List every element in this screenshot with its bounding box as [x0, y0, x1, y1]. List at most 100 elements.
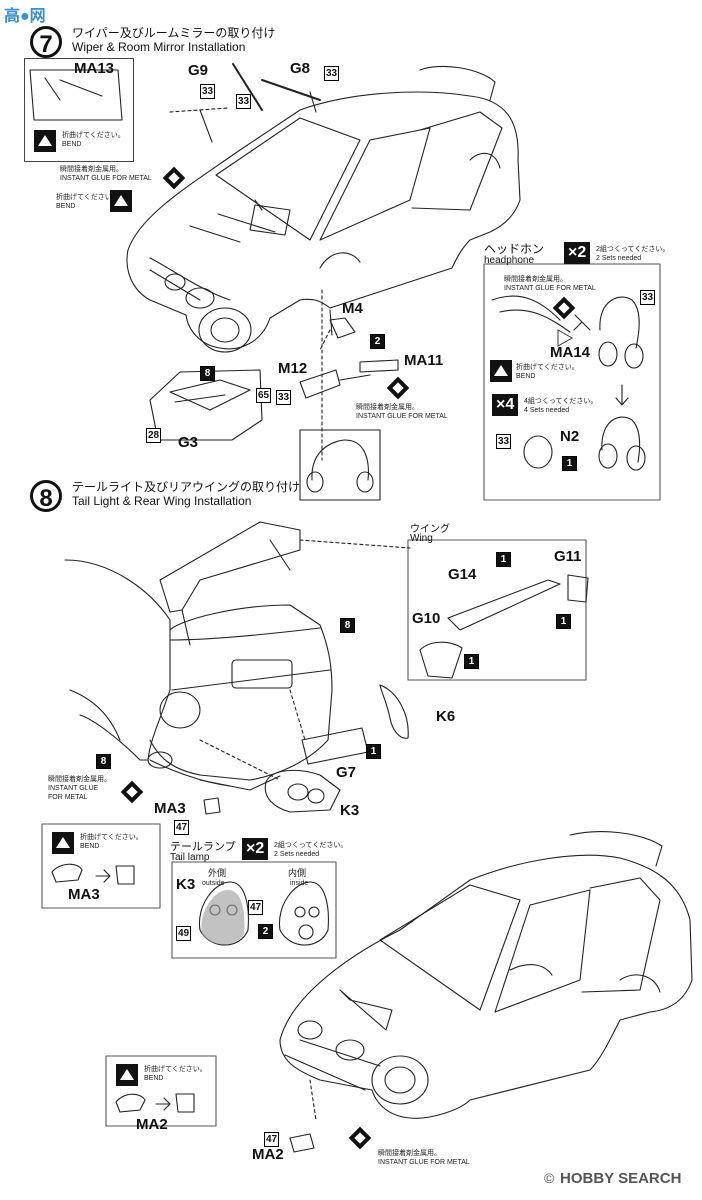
label-g3: G3 [178, 434, 199, 451]
ma13-detail-box [24, 58, 134, 162]
bend-note-en: BEND [62, 141, 82, 148]
headphone-glue-en: INSTANT GLUE FOR METAL [504, 285, 596, 292]
part-number-8: 8 [340, 618, 355, 633]
inside-en: inside [290, 880, 309, 887]
step8-glue-en1: INSTANT GLUE [48, 785, 99, 792]
label-ma3: MA3 [154, 800, 186, 817]
headphone-multiplier: ×2 [564, 242, 591, 264]
label-g9: G9 [188, 62, 209, 79]
part-number-65: 65 [256, 388, 271, 403]
glue-note-en: INSTANT GLUE FOR METAL [60, 175, 152, 182]
part-number-1: 1 [556, 614, 571, 629]
label-ma2: MA2 [252, 1146, 284, 1163]
outside-en: outside [202, 880, 225, 887]
car-front-step8 [279, 831, 693, 1119]
outside-jp: 外側 [208, 868, 227, 878]
step-7-title-en: Wiper & Room Mirror Installation [72, 40, 246, 54]
bend-note2-jp: 折曲げてください。 [56, 194, 119, 201]
headphone-title-en: headphone [484, 255, 535, 266]
part-number-47: 47 [264, 1132, 279, 1147]
step-8-title-en: Tail Light & Rear Wing Installation [72, 494, 252, 508]
taillamp-mult-note-en: 2 Sets needed [274, 851, 320, 858]
glue-note2-en: INSTANT GLUE FOR METAL [356, 413, 448, 420]
label-ma2-detail: MA2 [136, 1116, 168, 1133]
headphone-mult4-note-jp: 4組つくってください。 [524, 398, 598, 405]
part-number-33: 33 [324, 66, 339, 81]
tail-lamp-shaded [201, 890, 245, 945]
label-ma14: MA14 [550, 344, 591, 361]
part-number-33: 33 [640, 290, 655, 305]
headphone-glue-jp: 瞬間接着剤金属用。 [504, 276, 567, 283]
glue-note-jp: 瞬間接着剤金属用。 [60, 166, 123, 173]
label-g14: G14 [448, 566, 477, 583]
label-g7: G7 [336, 764, 357, 781]
part-number-1: 1 [562, 456, 577, 471]
part-number-33: 33 [200, 84, 215, 99]
label-n2: N2 [560, 428, 580, 445]
step8-bend2-jp: 折曲げてください。 [144, 1066, 207, 1073]
step8-glue2-en: INSTANT GLUE FOR METAL [378, 1159, 470, 1166]
taillamp-multiplier: ×2 [242, 838, 269, 860]
watermark-bottom-right: HOBBY SEARCH [560, 1170, 682, 1187]
label-k6: K6 [436, 708, 456, 725]
step8-bend2-en: BEND [144, 1075, 164, 1082]
part-number-1: 1 [496, 552, 511, 567]
part-number-8: 8 [96, 754, 111, 769]
label-ma11: MA11 [404, 352, 444, 369]
label-ma13: MA13 [74, 60, 115, 77]
label-k3: K3 [340, 802, 360, 819]
taillamp-title-en: Tail lamp [170, 852, 210, 863]
bend-icon [52, 832, 74, 854]
label-g10: G10 [412, 610, 441, 627]
part-number-1: 1 [464, 654, 479, 669]
inside-jp: 内側 [288, 868, 307, 878]
headphone-bend-en: BEND [516, 373, 536, 380]
step-7-badge: 7 [30, 26, 62, 58]
copyright-mark: © [544, 1170, 555, 1186]
part-number-33: 33 [236, 94, 251, 109]
step8-glue2-jp: 瞬間接着剤金属用。 [378, 1150, 441, 1157]
headphone-mult4-note-en: 4 Sets needed [524, 407, 570, 414]
glue-note2-jp: 瞬間接着剤金属用。 [356, 404, 419, 411]
part-number-47: 47 [174, 820, 189, 835]
part-number-33: 33 [496, 434, 511, 449]
bend-note2-en: BEND [56, 203, 76, 210]
headphone-multiplier-4: ×4 [492, 394, 519, 416]
label-k3-detail: K3 [176, 876, 196, 893]
step-7-title-jp: ワイパー及びルームミラーの取り付け [72, 26, 276, 40]
label-m4: M4 [342, 300, 363, 317]
label-m12: M12 [278, 360, 308, 377]
part-number-2: 2 [258, 924, 273, 939]
step8-bend-en: BEND [80, 843, 100, 850]
taillamp-title-jp: テールランプ [170, 840, 236, 853]
wing-title-jp: ウイング [410, 524, 450, 535]
watermark-top-left: 高●网 [4, 8, 46, 25]
step8-bend-jp: 折曲げてください。 [80, 834, 143, 841]
label-ma3-detail: MA3 [68, 886, 100, 903]
bend-icon [116, 1064, 138, 1086]
step8-glue-en2: FOR METAL [48, 794, 88, 801]
bend-icon [110, 190, 132, 212]
part-number-2: 2 [370, 334, 385, 349]
label-g8: G8 [290, 60, 311, 77]
headphone-mult-note-en: 2 Sets needed [596, 255, 642, 262]
step-8-title-jp: テールライト及びリアウイングの取り付け [72, 480, 301, 494]
headphone-mult-note-jp: 2組つくってください。 [596, 246, 670, 253]
part-number-8: 8 [200, 366, 215, 381]
car-rear-step8 [64, 559, 333, 791]
label-g11: G11 [554, 548, 582, 565]
bend-icon [490, 360, 512, 382]
headphone-title-jp: ヘッドホン [484, 242, 545, 256]
step-8-badge: 8 [30, 480, 62, 512]
part-number-33: 33 [276, 390, 291, 405]
bend-note-jp: 折曲げてください。 [62, 132, 125, 139]
taillamp-mult-note-jp: 2組つくってください。 [274, 842, 348, 849]
wing-title-en: Wing [410, 533, 433, 544]
part-number-49: 49 [176, 926, 191, 941]
step8-glue-jp: 瞬間接着剤金属用。 [48, 776, 111, 783]
headphone-bend-jp: 折曲げてください。 [516, 364, 579, 371]
part-number-28: 28 [146, 428, 161, 443]
bend-icon [34, 130, 56, 152]
car-body-step7 [126, 65, 521, 353]
